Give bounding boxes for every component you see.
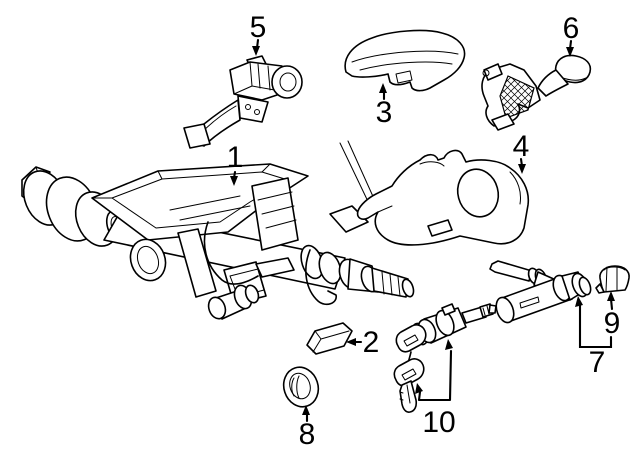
callout-1: 1: [227, 141, 244, 186]
callout-6-label: 6: [563, 12, 580, 45]
callout-10-arrow-cylinder: [445, 339, 453, 350]
callout-7-arrow: [575, 296, 583, 307]
callout-9-label: 9: [604, 307, 621, 340]
part-o-ring-seal: [282, 366, 320, 408]
callout-9-arrow: [607, 291, 615, 301]
part-intermediate-shaft: [489, 260, 592, 324]
part-cap-nut: [595, 265, 630, 294]
callout-9: 9: [604, 291, 621, 340]
part-ignition-lock-cylinder: [393, 303, 497, 413]
callout-10-label: 10: [422, 406, 455, 439]
callout-1-label: 1: [227, 141, 244, 174]
callout-3-label: 3: [376, 96, 393, 129]
callout-10: 10: [415, 339, 456, 439]
callout-5-label: 5: [250, 11, 267, 44]
callout-8-arrow: [302, 405, 310, 415]
part-clip: [306, 322, 353, 355]
callout-2-label: 2: [363, 326, 380, 359]
part-lower-column-cover: [329, 140, 530, 246]
part-combination-switch: [481, 54, 592, 131]
callout-8: 8: [299, 405, 316, 451]
callout-10-arrow-key: [415, 383, 423, 394]
callout-6: 6: [563, 12, 580, 57]
callout-4-arrow: [518, 164, 526, 174]
callout-1-arrow: [230, 176, 238, 186]
callout-7: 7: [575, 296, 613, 379]
part-column-bracket: [183, 55, 303, 149]
callout-4-label: 4: [513, 130, 530, 163]
callout-4: 4: [513, 130, 530, 174]
callout-6-arrow: [566, 47, 574, 57]
callout-2: 2: [346, 326, 379, 359]
part-upper-column-cover: [344, 29, 466, 92]
callout-7-label: 7: [589, 346, 606, 379]
callout-5-arrow: [252, 46, 260, 56]
part-steering-column-assembly: [21, 163, 415, 320]
callout-5: 5: [250, 11, 267, 56]
callout-3-arrow: [379, 83, 387, 93]
callout-3: 3: [376, 83, 393, 129]
callout-8-label: 8: [299, 418, 316, 451]
callout-2-arrow: [346, 338, 356, 346]
